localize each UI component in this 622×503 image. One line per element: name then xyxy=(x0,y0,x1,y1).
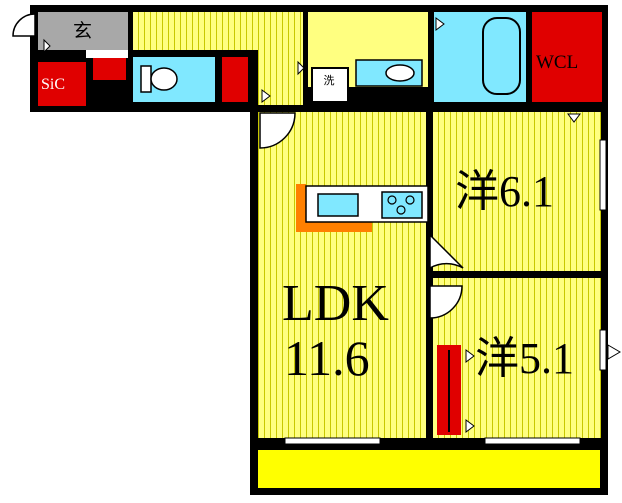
bedroom-2-label: 洋5.1 xyxy=(475,334,574,383)
window xyxy=(284,437,381,445)
bedroom-1-label: 洋6.1 xyxy=(455,167,554,216)
sink-icon xyxy=(385,64,415,82)
window xyxy=(484,437,581,445)
closet-shelf xyxy=(448,350,450,432)
walk-in-closet xyxy=(532,12,602,102)
shoe-closet xyxy=(38,62,86,106)
entrance-genkan xyxy=(38,12,128,50)
entrance-red-block xyxy=(93,58,126,80)
entrance-label: 玄 xyxy=(73,20,93,42)
ldk-label: LDK xyxy=(282,275,389,332)
entrance-door-swing xyxy=(12,13,36,37)
window-marker xyxy=(607,344,621,360)
door-marker xyxy=(465,349,475,363)
toilet-bowl-icon xyxy=(150,67,178,91)
bedroom-1 xyxy=(433,112,601,271)
ldk-area-label: 11.6 xyxy=(284,330,370,386)
washer-space xyxy=(311,67,349,103)
door-marker xyxy=(435,17,445,31)
kitchen-sink-icon xyxy=(317,193,359,217)
door-marker xyxy=(567,113,581,123)
ldk-room xyxy=(258,112,426,438)
burner-icon xyxy=(396,205,406,215)
door-marker xyxy=(465,419,475,433)
hall-storage xyxy=(222,57,248,102)
bathtub xyxy=(482,17,521,95)
ldk-door-swing xyxy=(259,112,296,149)
washer-label: 洗 xyxy=(323,74,335,87)
door-marker xyxy=(297,60,305,76)
toilet-tank xyxy=(140,65,152,93)
bedroom-1-door-swing xyxy=(429,233,464,270)
door-marker xyxy=(261,89,271,103)
shoe-closet-label: SiC xyxy=(41,76,66,93)
bedroom-2-door-swing xyxy=(429,285,463,319)
window xyxy=(599,139,607,211)
hallway xyxy=(133,12,303,50)
burner-icon xyxy=(405,195,415,205)
balcony xyxy=(258,450,600,488)
burner-icon xyxy=(387,195,397,205)
window xyxy=(599,329,607,371)
walk-in-closet-label: WCL xyxy=(536,52,579,73)
door-marker xyxy=(43,38,51,54)
entrance-step xyxy=(86,50,128,58)
